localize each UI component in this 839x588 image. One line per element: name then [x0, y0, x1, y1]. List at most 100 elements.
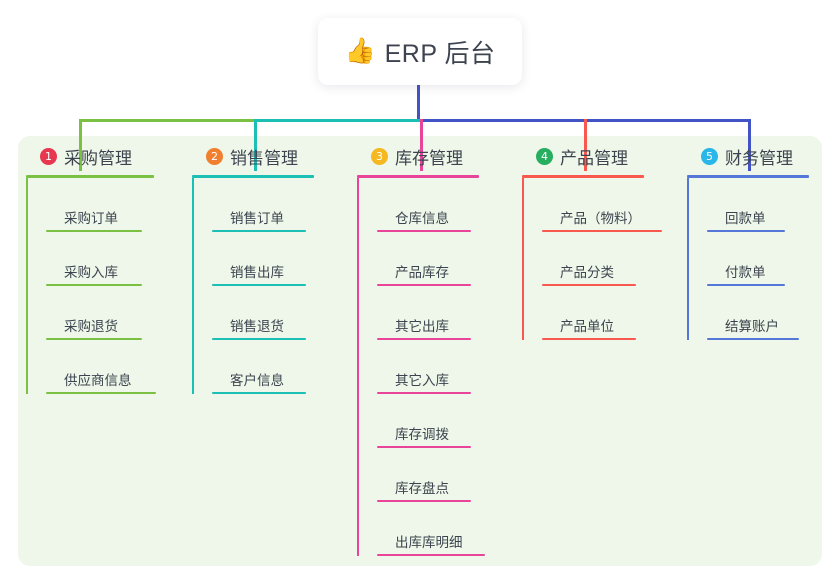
leaf-item[interactable]: 采购入库 — [44, 232, 174, 286]
column-stem-2 — [192, 178, 194, 394]
column-items-4: 产品（物料） 产品分类产品单位 — [522, 178, 664, 340]
leaf-item-label: 产品（物料） — [560, 211, 641, 227]
connector-bus-segment-1 — [79, 119, 254, 122]
leaf-item[interactable]: 其它入库 — [375, 340, 499, 394]
column-items-3: 仓库信息产品库存其它出库其它入库库存调拨库存盘点出库库明细 — [357, 178, 499, 556]
leaf-item-rule — [46, 284, 142, 286]
column-stem-4 — [522, 178, 524, 340]
leaf-item[interactable]: 销售订单 — [210, 178, 334, 232]
column-header-rule-3 — [357, 175, 479, 178]
leaf-item[interactable]: 库存盘点 — [375, 448, 499, 502]
leaf-item-label: 结算账户 — [725, 319, 779, 335]
column-2: 2 销售管理销售订单销售出库销售退货客户信息 — [192, 143, 334, 394]
leaf-item[interactable]: 付款单 — [705, 232, 829, 286]
leaf-item-rule — [46, 338, 142, 340]
column-header-rule-1 — [26, 175, 154, 178]
column-title-4: 产品管理 — [560, 148, 628, 168]
thumbs-up-icon: 👍 — [344, 37, 376, 65]
connector-bus-segment-2 — [254, 119, 420, 122]
column-badge-5: 5 — [701, 147, 718, 165]
leaf-item-label: 其它入库 — [395, 373, 449, 389]
leaf-item-rule — [542, 338, 636, 340]
leaf-item-rule — [212, 338, 306, 340]
leaf-item[interactable]: 供应商信息 — [44, 340, 174, 394]
leaf-item-label: 产品库存 — [395, 265, 449, 281]
column-items-2: 销售订单销售出库销售退货客户信息 — [192, 178, 334, 394]
connector-trunk — [417, 85, 420, 122]
column-1: 1 采购管理采购订单采购入库采购退货供应商信息 — [26, 143, 174, 394]
connector-drop-4 — [584, 119, 587, 171]
column-header-2[interactable]: 2 销售管理 — [192, 143, 334, 169]
leaf-item-label: 库存盘点 — [395, 481, 449, 497]
leaf-item-rule — [377, 554, 485, 556]
leaf-item[interactable]: 出库库明细 — [375, 502, 499, 556]
leaf-item-rule — [377, 500, 471, 502]
column-items-1: 采购订单采购入库采购退货供应商信息 — [26, 178, 174, 394]
leaf-item-rule — [377, 392, 471, 394]
column-badge-3: 3 — [371, 147, 388, 165]
column-stem-5 — [687, 178, 689, 340]
leaf-item[interactable]: 产品单位 — [540, 286, 664, 340]
leaf-item-rule — [707, 338, 799, 340]
leaf-item-label: 销售订单 — [230, 211, 284, 227]
column-header-1[interactable]: 1 采购管理 — [26, 143, 174, 169]
leaf-item[interactable]: 结算账户 — [705, 286, 829, 340]
leaf-item-rule — [542, 284, 636, 286]
leaf-item-label: 采购订单 — [64, 211, 118, 227]
leaf-item[interactable]: 销售退货 — [210, 286, 334, 340]
column-stem-3 — [357, 178, 359, 556]
connector-drop-1 — [79, 119, 82, 171]
leaf-item[interactable]: 其它出库 — [375, 286, 499, 340]
connector-drop-5 — [748, 119, 751, 171]
column-badge-2: 2 — [206, 147, 223, 165]
leaf-item[interactable]: 产品（物料） — [540, 178, 664, 232]
leaf-item-label: 库存调拨 — [395, 427, 449, 443]
column-title-2: 销售管理 — [230, 148, 298, 168]
leaf-item-rule — [377, 446, 471, 448]
column-badge-4: 4 — [536, 147, 553, 165]
root-title: ERP 后台 — [384, 39, 496, 68]
leaf-item-rule — [707, 230, 785, 232]
leaf-item[interactable]: 产品分类 — [540, 232, 664, 286]
column-title-3: 库存管理 — [395, 148, 463, 168]
leaf-item[interactable]: 销售出库 — [210, 232, 334, 286]
leaf-item-label: 采购退货 — [64, 319, 118, 335]
column-stem-1 — [26, 178, 28, 394]
leaf-item[interactable]: 回款单 — [705, 178, 829, 232]
leaf-item-rule — [542, 230, 662, 232]
leaf-item[interactable]: 采购退货 — [44, 286, 174, 340]
leaf-item-label: 回款单 — [725, 211, 766, 227]
leaf-item-rule — [46, 392, 156, 394]
column-header-rule-4 — [522, 175, 644, 178]
leaf-item-label: 供应商信息 — [64, 373, 132, 389]
column-4: 4 产品管理产品（物料） 产品分类产品单位 — [522, 143, 664, 340]
leaf-item-rule — [212, 284, 306, 286]
leaf-item-rule — [377, 284, 471, 286]
column-title-1: 采购管理 — [64, 148, 132, 168]
leaf-item[interactable]: 采购订单 — [44, 178, 174, 232]
column-header-4[interactable]: 4 产品管理 — [522, 143, 664, 169]
leaf-item[interactable]: 库存调拨 — [375, 394, 499, 448]
column-items-5: 回款单付款单结算账户 — [687, 178, 829, 340]
leaf-item[interactable]: 客户信息 — [210, 340, 334, 394]
column-header-rule-2 — [192, 175, 314, 178]
leaf-item-rule — [212, 230, 306, 232]
column-badge-1: 1 — [40, 147, 57, 165]
leaf-item[interactable]: 产品库存 — [375, 232, 499, 286]
leaf-item-label: 采购入库 — [64, 265, 118, 281]
column-header-3[interactable]: 3 库存管理 — [357, 143, 499, 169]
leaf-item-label: 产品单位 — [560, 319, 614, 335]
leaf-item-label: 其它出库 — [395, 319, 449, 335]
column-header-rule-5 — [687, 175, 809, 178]
leaf-item-label: 销售出库 — [230, 265, 284, 281]
connector-drop-3 — [420, 119, 423, 171]
leaf-item-rule — [377, 338, 471, 340]
leaf-item-label: 产品分类 — [560, 265, 614, 281]
leaf-item-label: 客户信息 — [230, 373, 284, 389]
leaf-item[interactable]: 仓库信息 — [375, 178, 499, 232]
leaf-item-rule — [707, 284, 785, 286]
leaf-item-label: 出库库明细 — [395, 535, 463, 551]
root-node[interactable]: 👍 ERP 后台 — [318, 18, 522, 85]
